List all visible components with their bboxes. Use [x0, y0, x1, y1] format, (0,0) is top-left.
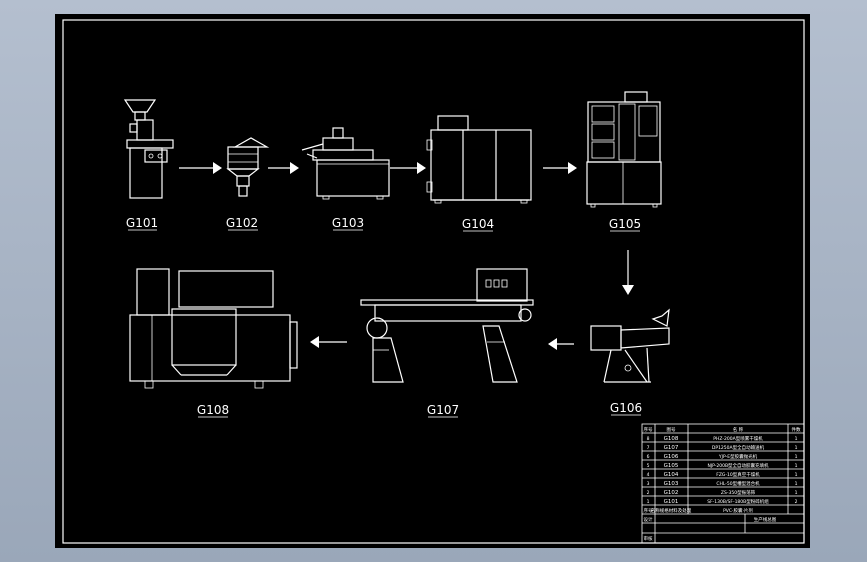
svg-text:FZG-10型真空干燥机: FZG-10型真空干燥机 [716, 471, 760, 478]
svg-text:1: 1 [795, 454, 798, 460]
label-g105: G105 [609, 217, 641, 231]
svg-text:PHZ-200A型喷雾干燥机: PHZ-200A型喷雾干燥机 [713, 435, 763, 442]
svg-text:序号: 序号 [644, 426, 653, 433]
svg-text:名 称: 名 称 [733, 426, 744, 433]
svg-text:G103: G103 [664, 481, 679, 487]
flow-arrow-1 [179, 162, 222, 174]
svg-text:YJP-E型胶囊抛光机: YJP-E型胶囊抛光机 [718, 453, 758, 460]
drawing-sheet: G101 G102 G103 [55, 14, 810, 548]
production-line-drawing: G101 G102 G103 [62, 19, 805, 544]
svg-text:1: 1 [795, 481, 798, 487]
svg-text:1: 1 [647, 499, 650, 505]
drawing-frame [62, 19, 805, 544]
machine-g105[interactable] [586, 91, 662, 208]
machine-g108[interactable] [129, 268, 298, 389]
svg-text:5: 5 [647, 463, 650, 469]
label-g101: G101 [126, 216, 158, 230]
svg-text:CHL-50型槽型混合机: CHL-50型槽型混合机 [716, 480, 760, 487]
svg-text:1: 1 [795, 472, 798, 478]
svg-text:6: 6 [647, 454, 650, 460]
svg-text:G108: G108 [664, 436, 679, 442]
svg-text:图号: 图号 [667, 427, 676, 433]
machine-g103[interactable] [301, 127, 390, 200]
flow-arrow-2 [268, 162, 299, 174]
title-block: 序号 图号 名 称 件数 8 G108 PHZ-200A型喷雾干燥机 1 7 G… [641, 423, 805, 544]
svg-text:DP1250A型全自动输送机: DP1250A型全自动输送机 [712, 444, 765, 451]
svg-text:G101: G101 [664, 499, 679, 505]
label-g103: G103 [332, 216, 364, 230]
svg-text:1: 1 [795, 490, 798, 496]
machine-g102[interactable] [226, 137, 270, 197]
machine-g107[interactable] [360, 268, 534, 383]
label-g102: G102 [226, 216, 258, 230]
svg-text:设计: 设计 [644, 516, 653, 523]
svg-text:1: 1 [795, 445, 798, 451]
svg-text:G104: G104 [664, 472, 679, 478]
svg-text:ZS-350型振荡筛: ZS-350型振荡筛 [721, 489, 756, 496]
svg-text:序号: 序号 [644, 507, 653, 514]
svg-text:NJP-200B型全自动胶囊充填机: NJP-200B型全自动胶囊充填机 [707, 462, 769, 469]
svg-text:G102: G102 [664, 490, 679, 496]
svg-text:1: 1 [795, 436, 798, 442]
label-g108: G108 [197, 403, 229, 417]
label-g106: G106 [610, 401, 642, 415]
svg-text:4: 4 [647, 472, 650, 478]
svg-text:1: 1 [795, 463, 798, 469]
machine-g106[interactable] [590, 308, 670, 383]
svg-text:名称规格材料及处理: 名称规格材料及处理 [651, 507, 692, 514]
svg-text:2: 2 [647, 490, 650, 496]
label-g104: G104 [462, 217, 494, 231]
flow-arrow-6 [548, 338, 574, 350]
flow-arrow-5 [622, 250, 634, 295]
svg-text:生产线总图: 生产线总图 [754, 516, 777, 523]
machine-g104[interactable] [426, 115, 532, 204]
svg-text:G105: G105 [664, 463, 679, 469]
svg-text:8: 8 [647, 436, 650, 442]
svg-text:G106: G106 [664, 454, 679, 460]
svg-text:7: 7 [647, 445, 650, 451]
flow-arrow-4 [543, 162, 577, 174]
flow-arrow-7 [310, 336, 347, 348]
svg-text:审核: 审核 [644, 535, 653, 542]
flow-arrow-3 [390, 162, 426, 174]
svg-text:SF-130B/SF-180B型粉碎机组: SF-130B/SF-180B型粉碎机组 [707, 498, 769, 505]
svg-text:3: 3 [647, 481, 650, 487]
svg-text:件数: 件数 [792, 426, 801, 433]
svg-text:PVC·胶囊·片剂: PVC·胶囊·片剂 [723, 507, 753, 514]
label-g107: G107 [427, 403, 459, 417]
svg-text:G107: G107 [664, 445, 679, 451]
svg-text:2: 2 [795, 499, 798, 505]
machine-g101[interactable] [123, 99, 174, 199]
